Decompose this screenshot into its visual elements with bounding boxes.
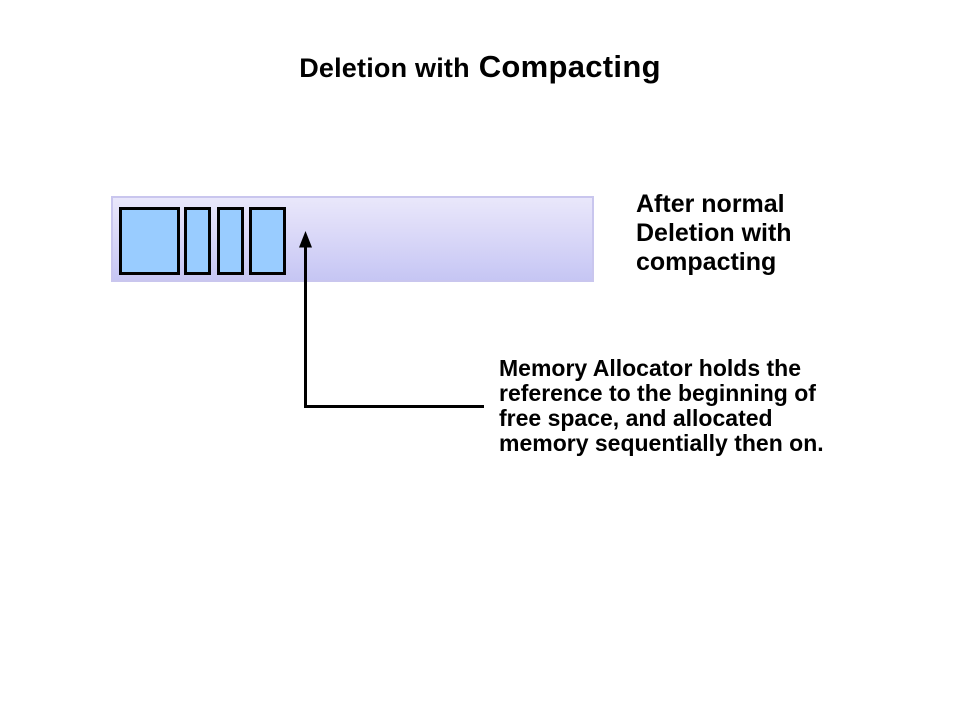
slide-title: Deletion with Compacting	[0, 44, 960, 90]
allocated-block-4	[249, 207, 286, 275]
allocated-block-1	[119, 207, 180, 275]
allocated-block-2	[184, 207, 211, 275]
after-deletion-label: After normal Deletion with compacting	[636, 190, 792, 276]
title-emphasis-part: Compacting	[478, 49, 661, 84]
allocated-block-3	[217, 207, 244, 275]
memory-strip	[111, 196, 594, 282]
title-regular-part: Deletion with	[299, 53, 470, 83]
allocator-note: Memory Allocator holds the reference to …	[499, 355, 824, 456]
